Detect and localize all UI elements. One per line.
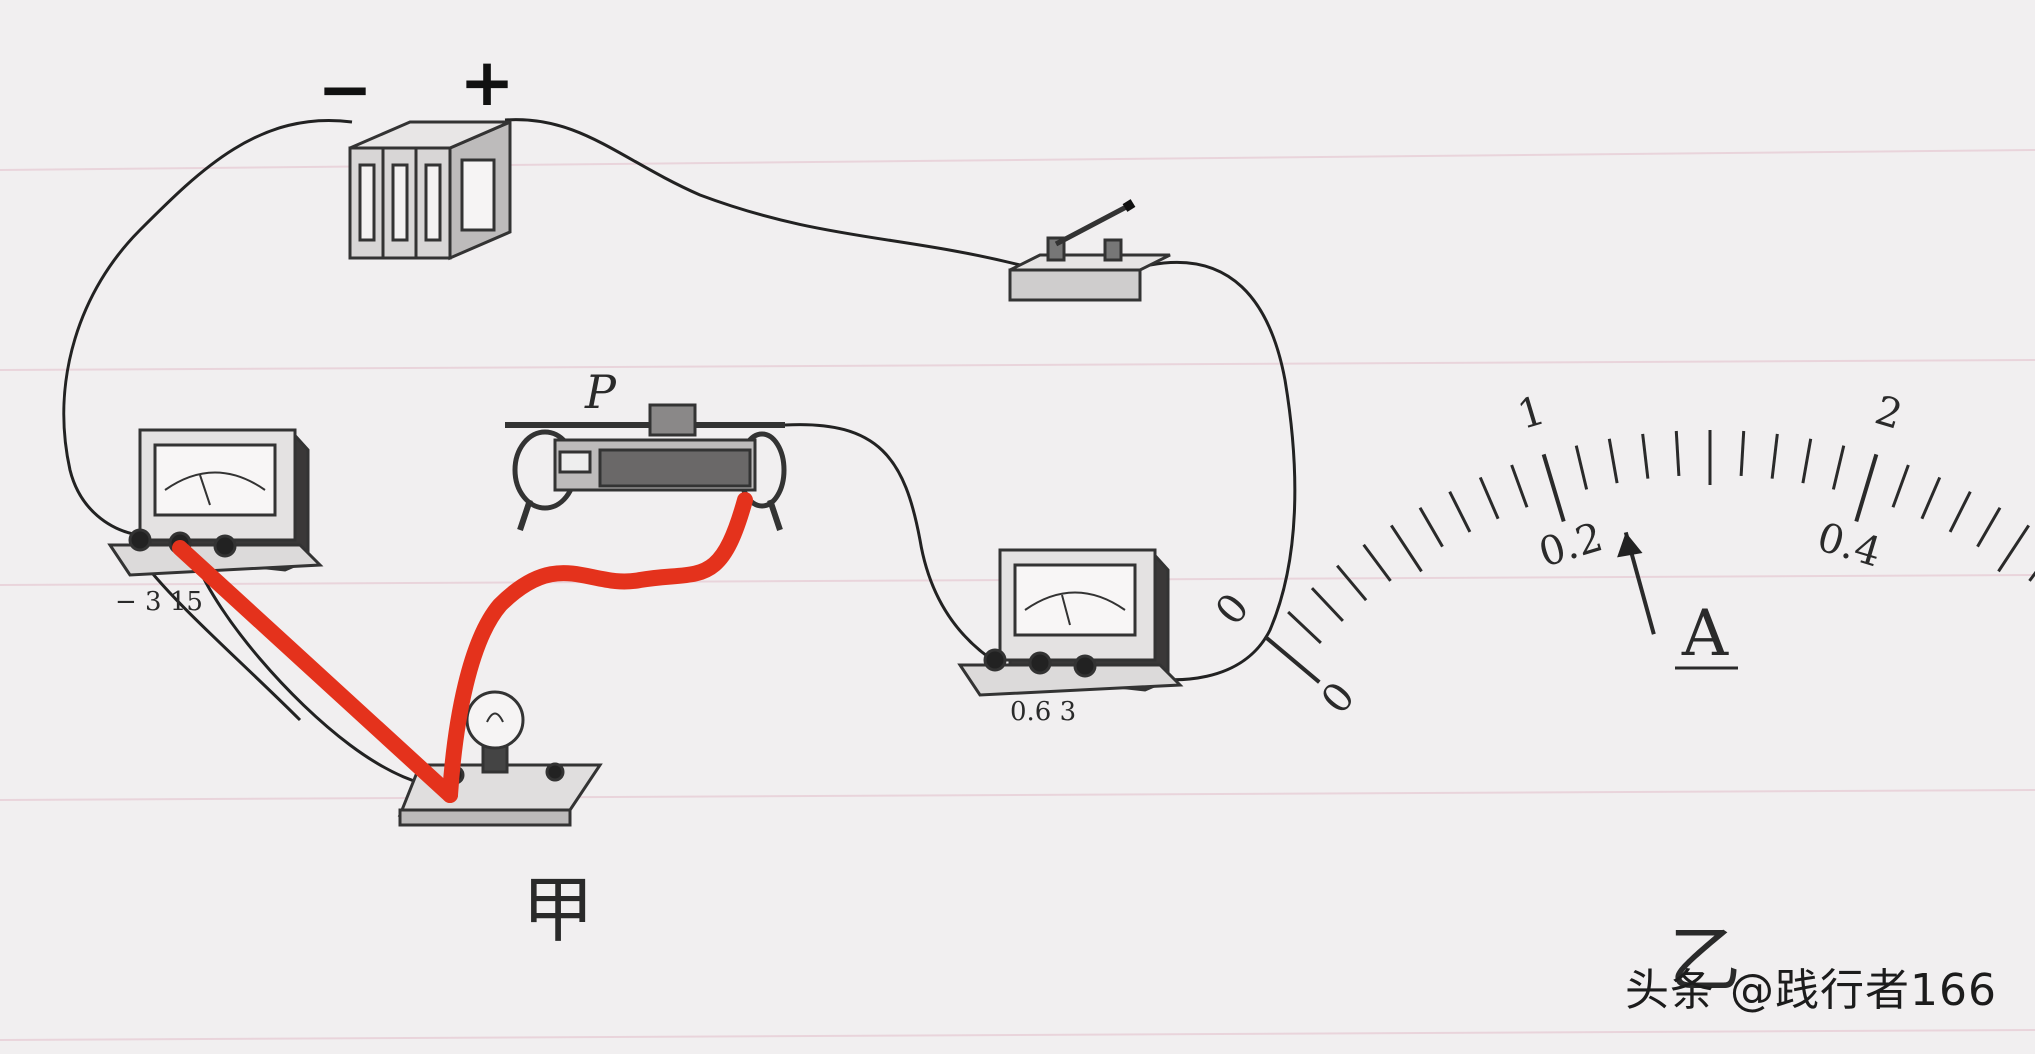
dial-tick	[1336, 564, 1368, 602]
dial-upper-scale-label: 0	[1207, 585, 1259, 634]
battery-positive-label: +	[459, 44, 514, 121]
dial-tick	[1607, 438, 1619, 484]
dial-tick	[1541, 453, 1566, 522]
dial-tick	[1362, 543, 1392, 582]
wire-ammeter-to-rheostat	[784, 423, 1001, 667]
dial-pointer-arrowhead	[1617, 532, 1643, 558]
red-wire-voltmeter-to-lamp	[172, 540, 458, 803]
dial-tick	[1264, 635, 1321, 684]
dial-tick	[1997, 524, 2030, 573]
red-wire-rheostat-to-lamp	[442, 492, 753, 803]
dial-lower-scale-label: 0	[1313, 674, 1365, 723]
dial-tick	[1854, 453, 1879, 522]
wire-battery-minus-to-voltmeter	[62, 119, 353, 537]
dial-tick	[1739, 430, 1746, 476]
dial-tick	[1310, 587, 1344, 622]
wire-switch-to-ammeter	[1109, 260, 1297, 682]
dial-tick	[1976, 506, 2002, 548]
sliding-rheostat	[505, 403, 787, 531]
dial-lower-scale-label: 0.2	[1534, 514, 1608, 576]
dial-upper-scale-label: 2	[1870, 387, 1908, 438]
dial-tick	[1641, 433, 1650, 479]
dial-tick	[1770, 433, 1779, 479]
voltmeter-terminal-labels: − 3 15	[115, 587, 203, 617]
figure-yi-caption: 乙	[1669, 918, 1741, 1002]
voltmeter	[107, 428, 324, 577]
dial-unit-label: A	[1681, 597, 1729, 671]
watermark: 头条 @践行者166	[1625, 965, 1997, 1016]
dial-tick	[1831, 445, 1846, 490]
student-drawn-connections	[172, 492, 753, 803]
light-bulb-on-base	[397, 690, 603, 827]
battery-negative-label: −	[317, 51, 372, 128]
dial-tick	[1948, 491, 1972, 533]
rheostat-slider-label: P	[584, 365, 617, 419]
dial-upper-scale-label: 1	[1513, 387, 1551, 438]
ammeter-terminal-labels: 0.6 3	[1010, 697, 1076, 727]
figure-jia-caption: 甲	[522, 868, 594, 952]
dial-tick	[1920, 476, 1942, 520]
dial-tick	[1478, 476, 1500, 520]
dial-tick	[2028, 570, 2035, 582]
dial-tick	[1418, 506, 1444, 548]
knife-switch	[1008, 199, 1171, 302]
dial-tick	[1891, 464, 1910, 508]
battery-pack	[348, 119, 512, 261]
ammeter	[957, 548, 1184, 697]
dial-lower-scale-label: 0.4	[1812, 514, 1886, 576]
dial-tick	[1510, 464, 1529, 508]
ammeter-dial-scale: 012300.20.40.6	[1207, 387, 2035, 723]
dial-tick	[1287, 610, 1322, 644]
dial-tick	[1390, 524, 1423, 573]
wire-battery-plus-to-switch	[504, 118, 1021, 267]
dial-tick	[1448, 491, 1472, 533]
dial-tick	[1574, 445, 1589, 490]
dial-tick	[1674, 430, 1681, 476]
dial-tick	[1801, 438, 1813, 484]
